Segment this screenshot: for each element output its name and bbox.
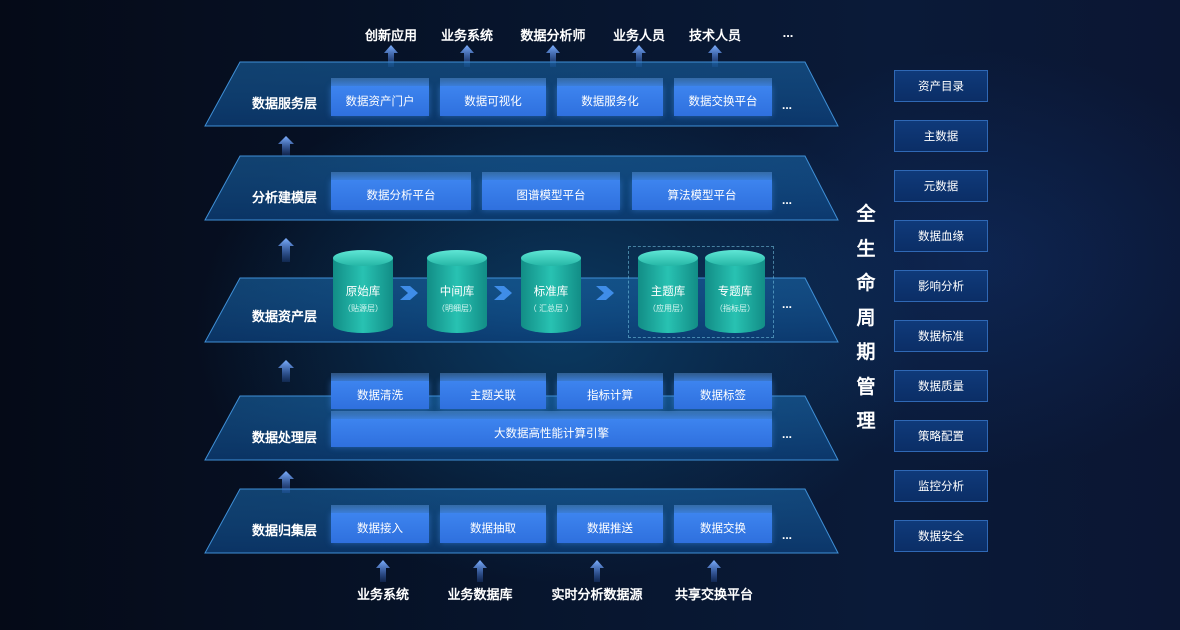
chevron-right-icon [596,286,614,300]
cylinder-label-standard: 标准库 （ 汇总层 ） [521,283,581,314]
top-label-tech-staff: 技术人员 [688,28,742,43]
cylinder-sub: （明细层） [437,304,477,313]
up-arrow-icon [473,560,487,582]
asset-group-frame [628,246,774,338]
lifecycle-item-data-quality[interactable]: 数据质量 [894,370,988,402]
cylinder-label-theme: 主题库 （应用层） [638,283,698,314]
lifecycle-title-char: 生 [856,238,876,260]
up-arrow-icon [707,560,721,582]
lifecycle-title-char: 理 [856,411,876,432]
up-arrow-icon [460,45,474,67]
processing-engine-box[interactable]: 大数据高性能计算引擎 [331,411,772,447]
up-arrow-icon [376,560,390,582]
collection-box-extract[interactable]: 数据抽取 [440,505,546,543]
cylinder-label-raw: 原始库 （贴源层） [333,283,393,314]
lifecycle-title-char: 管 [856,376,876,398]
source-exchange-platform: 共享交换平台 [674,587,754,602]
lifecycle-item-data-standard[interactable]: 数据标准 [894,320,988,352]
top-label-data-analyst: 数据分析师 [520,28,586,43]
collection-box-push[interactable]: 数据推送 [557,505,663,543]
asset-cylinders [333,250,765,333]
service-layer-title: 数据服务层 [252,96,318,111]
cylinder-sub: （ 汇总层 ） [528,304,574,313]
lifecycle-title-char: 周 [856,307,876,329]
processing-box-metric-calc[interactable]: 指标计算 [557,373,663,409]
service-box-asset-portal[interactable]: 数据资产门户 [331,78,429,116]
chevron-right-icon [494,286,512,300]
modeling-layer-title: 分析建模层 [252,190,318,205]
up-arrow-icon [632,45,646,67]
service-ellipsis: ... [782,98,793,112]
service-box-visualization[interactable]: 数据可视化 [440,78,546,116]
lifecycle-title-char: 命 [856,273,876,294]
cylinder-sub: （指标层） [715,304,755,313]
cylinder-raw [333,250,393,333]
cylinder-name: 标准库 [533,286,569,298]
collection-layer-title: 数据归集层 [252,523,318,538]
source-business-database: 业务数据库 [447,587,513,602]
cylinder-standard [521,250,581,333]
processing-layer-title: 数据处理层 [252,430,318,445]
processing-ellipsis: ... [782,427,793,441]
up-arrow-icon [590,560,604,582]
cylinder-label-middle: 中间库 （明细层） [427,283,487,314]
cylinder-label-topic: 专题库 （指标层） [705,283,765,314]
collection-box-exchange[interactable]: 数据交换 [674,505,772,543]
up-arrow-icon [708,45,722,67]
service-box-exchange-platform[interactable]: 数据交换平台 [674,78,772,116]
lifecycle-item-monitoring[interactable]: 监控分析 [894,470,988,502]
collection-box-ingest[interactable]: 数据接入 [331,505,429,543]
lifecycle-item-asset-catalog[interactable]: 资产目录 [894,70,988,102]
modeling-ellipsis: ... [782,193,793,207]
service-box-servicing[interactable]: 数据服务化 [557,78,663,116]
source-realtime-analytics: 实时分析数据源 [551,587,643,602]
lifecycle-item-master-data[interactable]: 主数据 [894,120,988,152]
up-arrow-icon [384,45,398,67]
processing-box-theme-association[interactable]: 主题关联 [440,373,546,409]
lifecycle-title: 全 生 命 周 期 管 理 [855,198,877,440]
top-label-business-staff: 业务人员 [612,28,666,43]
source-business-system: 业务系统 [356,587,410,602]
cylinder-name: 专题库 [717,286,753,298]
chevron-right-icon [400,286,418,300]
asset-ellipsis: ... [782,297,793,311]
collection-ellipsis: ... [782,528,793,542]
lifecycle-title-char: 期 [856,342,876,363]
cylinder-name: 中间库 [439,286,475,298]
cylinder-theme [638,250,698,333]
modeling-box-analysis-platform[interactable]: 数据分析平台 [331,172,471,210]
cylinder-sub: （应用层） [648,304,688,313]
cylinder-sub: （贴源层） [343,304,383,313]
top-label-more: ... [782,25,794,40]
cylinder-middle [427,250,487,333]
processing-box-tagging[interactable]: 数据标签 [674,373,772,409]
lifecycle-title-char: 全 [856,204,876,225]
cylinder-name: 主题库 [650,286,686,298]
top-label-business-system: 业务系统 [440,28,494,43]
lifecycle-item-metadata[interactable]: 元数据 [894,170,988,202]
lifecycle-item-data-security[interactable]: 数据安全 [894,520,988,552]
lifecycle-item-impact-analysis[interactable]: 影响分析 [894,270,988,302]
top-label-innovation: 创新应用 [364,28,418,43]
up-arrow-icon [546,45,560,67]
cylinder-name: 原始库 [345,286,381,298]
lifecycle-item-policy-config[interactable]: 策略配置 [894,420,988,452]
asset-layer-title: 数据资产层 [252,309,318,324]
processing-box-cleaning[interactable]: 数据清洗 [331,373,429,409]
modeling-box-graph-platform[interactable]: 图谱模型平台 [482,172,620,210]
modeling-box-algorithm-platform[interactable]: 算法模型平台 [632,172,772,210]
cylinder-topic [705,250,765,333]
lifecycle-item-lineage[interactable]: 数据血缘 [894,220,988,252]
